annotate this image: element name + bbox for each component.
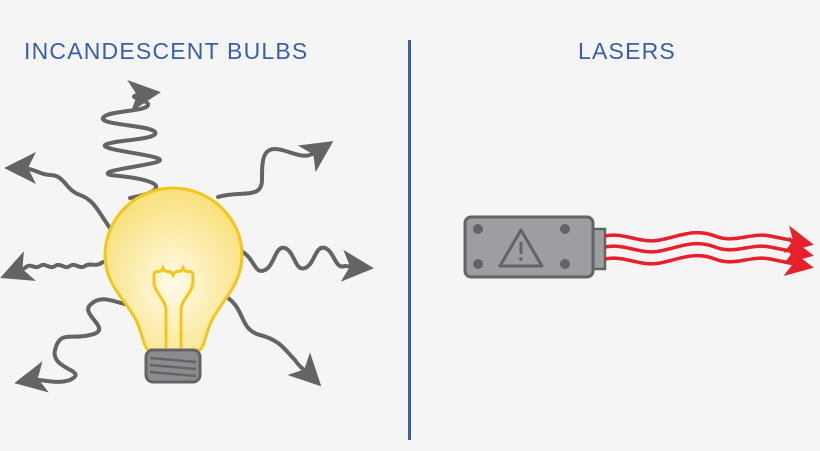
laser-device-icon	[463, 215, 607, 279]
laser-beams	[604, 225, 814, 276]
wave-right-icon	[241, 245, 374, 282]
laser-beam-icon	[604, 248, 814, 276]
wave-lower-right-icon	[226, 296, 322, 387]
laser-beam-icon	[604, 236, 814, 264]
scattered-waves	[0, 80, 374, 393]
wave-top-icon	[100, 80, 163, 200]
wave-upper-right-icon	[216, 141, 334, 199]
panel-divider	[408, 40, 411, 440]
incandescent-bulbs-title: INCANDESCENT BULBS	[24, 38, 309, 64]
warning-triangle-icon	[498, 228, 544, 268]
wave-left-icon	[0, 251, 105, 281]
wave-upper-left-icon	[4, 152, 112, 230]
laser-beam-icon	[604, 225, 814, 253]
light-bulb-icon	[103, 186, 244, 384]
wave-lower-left-icon	[14, 297, 130, 393]
lasers-title: LASERS	[578, 38, 676, 64]
